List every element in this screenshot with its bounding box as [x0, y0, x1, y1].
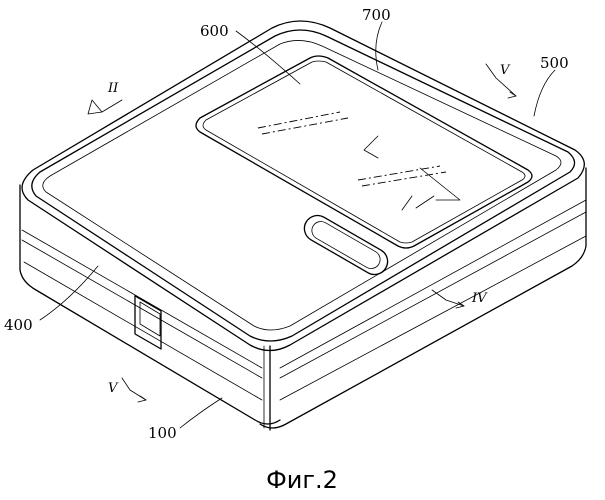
- label-rim: 500: [540, 54, 569, 72]
- section-mark-v-bottom: V: [108, 381, 119, 396]
- figure-caption: Фиг.2: [266, 466, 338, 494]
- label-body-upper: 400: [4, 316, 33, 334]
- section-mark-iv: IV: [471, 291, 488, 306]
- label-body-lower: 100: [148, 424, 177, 442]
- display-window: [196, 56, 532, 248]
- label-top-cover: 700: [362, 6, 391, 24]
- section-arrows: [88, 64, 516, 402]
- label-window: 600: [200, 22, 229, 40]
- oval-button: [300, 211, 393, 280]
- section-mark-v-top: V: [500, 63, 511, 78]
- section-mark-ii: II: [107, 81, 119, 96]
